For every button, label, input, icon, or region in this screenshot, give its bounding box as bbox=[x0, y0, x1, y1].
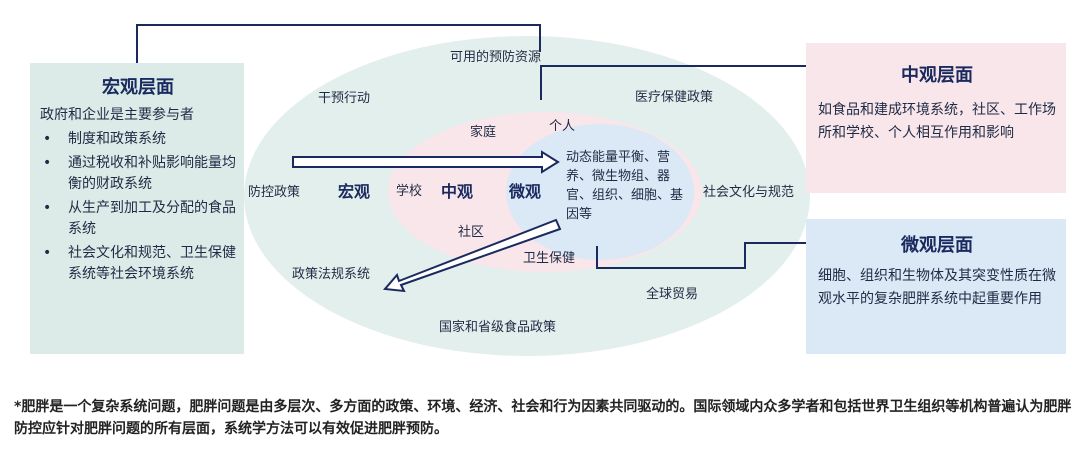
down-left-arrow bbox=[383, 218, 562, 293]
list-item: •通过税收和补贴影响能量均衡的财政系统 bbox=[43, 155, 236, 192]
meso-title-label: 中观 bbox=[441, 182, 474, 201]
community-label: 社区 bbox=[458, 225, 485, 240]
macro-panel-title: 宏观层面 bbox=[102, 77, 174, 98]
meso-level-panel: 中观层面 如食品和建成环境系统，社区、工作场所和学校、个人相互作用和影响 bbox=[806, 43, 1066, 193]
micro-connector bbox=[596, 242, 806, 269]
legal-system-label: 政策法规系统 bbox=[292, 267, 371, 282]
available-resources-label: 可用的预防资源 bbox=[450, 50, 542, 65]
prevention-policy-label: 防控政策 bbox=[248, 185, 301, 200]
list-item: •从生产到加工及分配的食品系统 bbox=[43, 200, 236, 237]
bullet-icon: • bbox=[43, 155, 52, 171]
micro-level-panel: 微观层面 细胞、组织和生物体及其突变性质在微观水平的复杂肥胖系统中起重要作用 bbox=[806, 219, 1066, 354]
social-culture-label: 社会文化与规范 bbox=[703, 185, 795, 200]
meso-panel-title: 中观层面 bbox=[901, 65, 973, 86]
medical-policy-label: 医疗保健政策 bbox=[635, 90, 714, 105]
global-trade-label: 全球贸易 bbox=[646, 287, 699, 302]
macro-panel-list: •制度和政策系统 •通过税收和补贴影响能量均衡的财政系统 •从生产到加工及分配的… bbox=[40, 129, 236, 285]
bullet-icon: • bbox=[43, 245, 52, 261]
micro-panel-text: 细胞、组织和生物体及其突变性质在微观水平的复杂肥胖系统中起重要作用 bbox=[818, 268, 1056, 307]
macro-level-panel: 宏观层面 政府和企业是主要参与者 •制度和政策系统 •通过税收和补贴影响能量均衡… bbox=[30, 63, 244, 354]
family-label: 家庭 bbox=[470, 125, 497, 140]
intervention-label: 干预行动 bbox=[318, 91, 371, 106]
micro-panel-title: 微观层面 bbox=[901, 235, 973, 256]
micro-title-label: 微观 bbox=[509, 182, 542, 201]
individual-label: 个人 bbox=[549, 119, 576, 134]
macro-panel-intro: 政府和企业是主要参与者 bbox=[40, 107, 194, 123]
list-item: •社会文化和规范、卫生保健系统等社会环境系统 bbox=[43, 245, 236, 282]
macro-title-label: 宏观 bbox=[338, 182, 371, 201]
food-policy-label: 国家和省级食品政策 bbox=[439, 320, 557, 335]
bullet-icon: • bbox=[43, 200, 52, 216]
health-care-label: 卫生保健 bbox=[523, 251, 576, 266]
school-label: 学校 bbox=[396, 184, 423, 199]
bullet-icon: • bbox=[43, 131, 52, 147]
meso-connector bbox=[540, 65, 806, 100]
meso-panel-text: 如食品和建成环境系统，社区、工作场所和学校、个人相互作用和影响 bbox=[818, 102, 1056, 141]
list-item: •制度和政策系统 bbox=[40, 129, 236, 150]
macro-connector bbox=[136, 24, 541, 63]
footnote: *肥胖是一个复杂系统问题，肥胖问题是由多层次、多方面的政策、环境、经济、社会和行… bbox=[14, 399, 1072, 437]
right-arrow bbox=[292, 150, 560, 174]
micro-factors-label: 动态能量平衡、营养、微生物组、器官、组织、细胞、基因等 bbox=[566, 150, 684, 222]
